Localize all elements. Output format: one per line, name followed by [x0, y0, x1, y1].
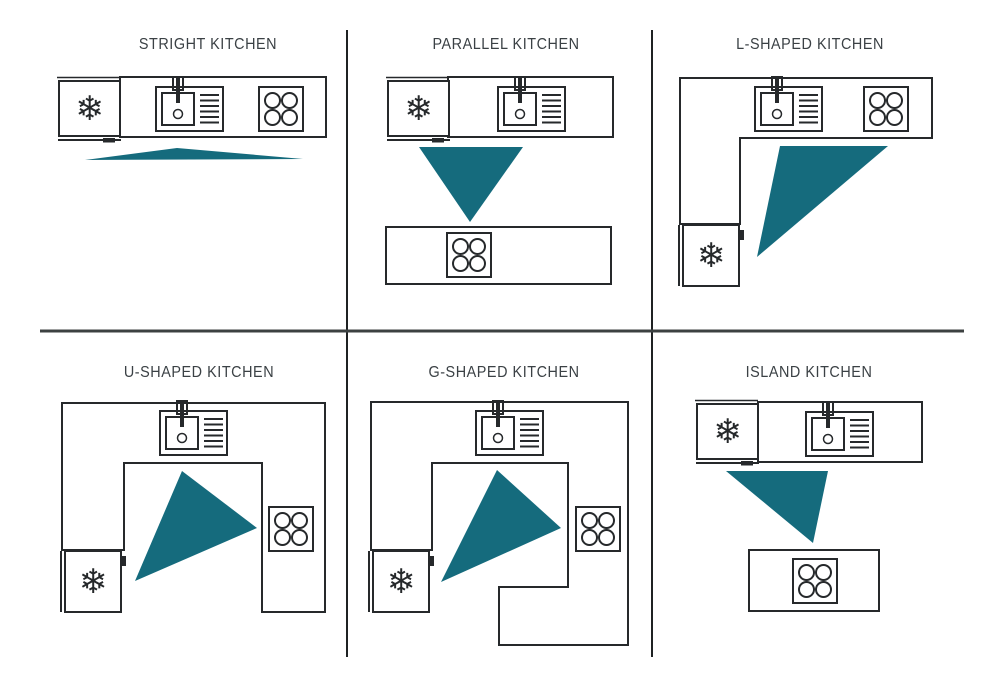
panel-title-u-shaped: U-SHAPED KITCHEN [123, 364, 275, 381]
fridge-icon [368, 550, 435, 613]
work-triangle [135, 471, 257, 581]
stove-icon [575, 506, 621, 552]
fridge-icon [694, 399, 760, 467]
fridge-icon [56, 76, 122, 144]
stove-icon [446, 232, 492, 278]
panel-straight-kitchen [56, 76, 327, 160]
panel-title-g-shaped: G-SHAPED KITCHEN [428, 364, 580, 381]
fridge-icon [678, 224, 745, 287]
work-triangle [757, 146, 888, 257]
panel-title-straight: STRIGHT KITCHEN [138, 36, 278, 53]
panel-g-shaped-kitchen [368, 400, 629, 646]
fridge-icon [385, 76, 451, 144]
work-triangle [85, 148, 303, 160]
panel-title-parallel: PARALLEL KITCHEN [432, 36, 580, 53]
panel-title-island: ISLAND KITCHEN [745, 364, 873, 381]
panel-u-shaped-kitchen [60, 400, 326, 613]
stove-icon [268, 506, 314, 552]
panel-title-l-shaped: L-SHAPED KITCHEN [736, 36, 884, 53]
counter-bottom-run [385, 226, 612, 285]
panel-island-kitchen [694, 399, 923, 612]
work-triangle [419, 147, 523, 222]
panel-l-shaped-kitchen [678, 76, 933, 287]
stove-icon [792, 558, 838, 604]
panel-parallel-kitchen [385, 76, 614, 285]
stove-icon [258, 86, 304, 132]
stove-icon [863, 86, 909, 132]
fridge-icon [60, 550, 127, 613]
work-triangle [726, 471, 828, 543]
work-triangle [441, 470, 561, 582]
